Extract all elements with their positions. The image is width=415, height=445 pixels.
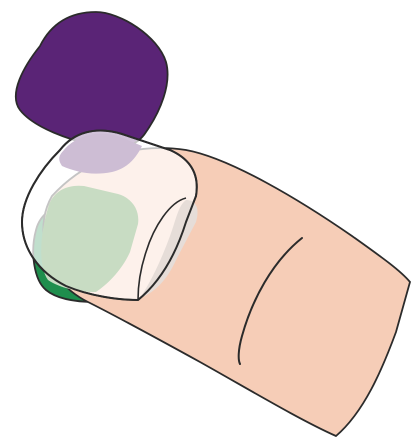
purple-square — [16, 12, 168, 148]
